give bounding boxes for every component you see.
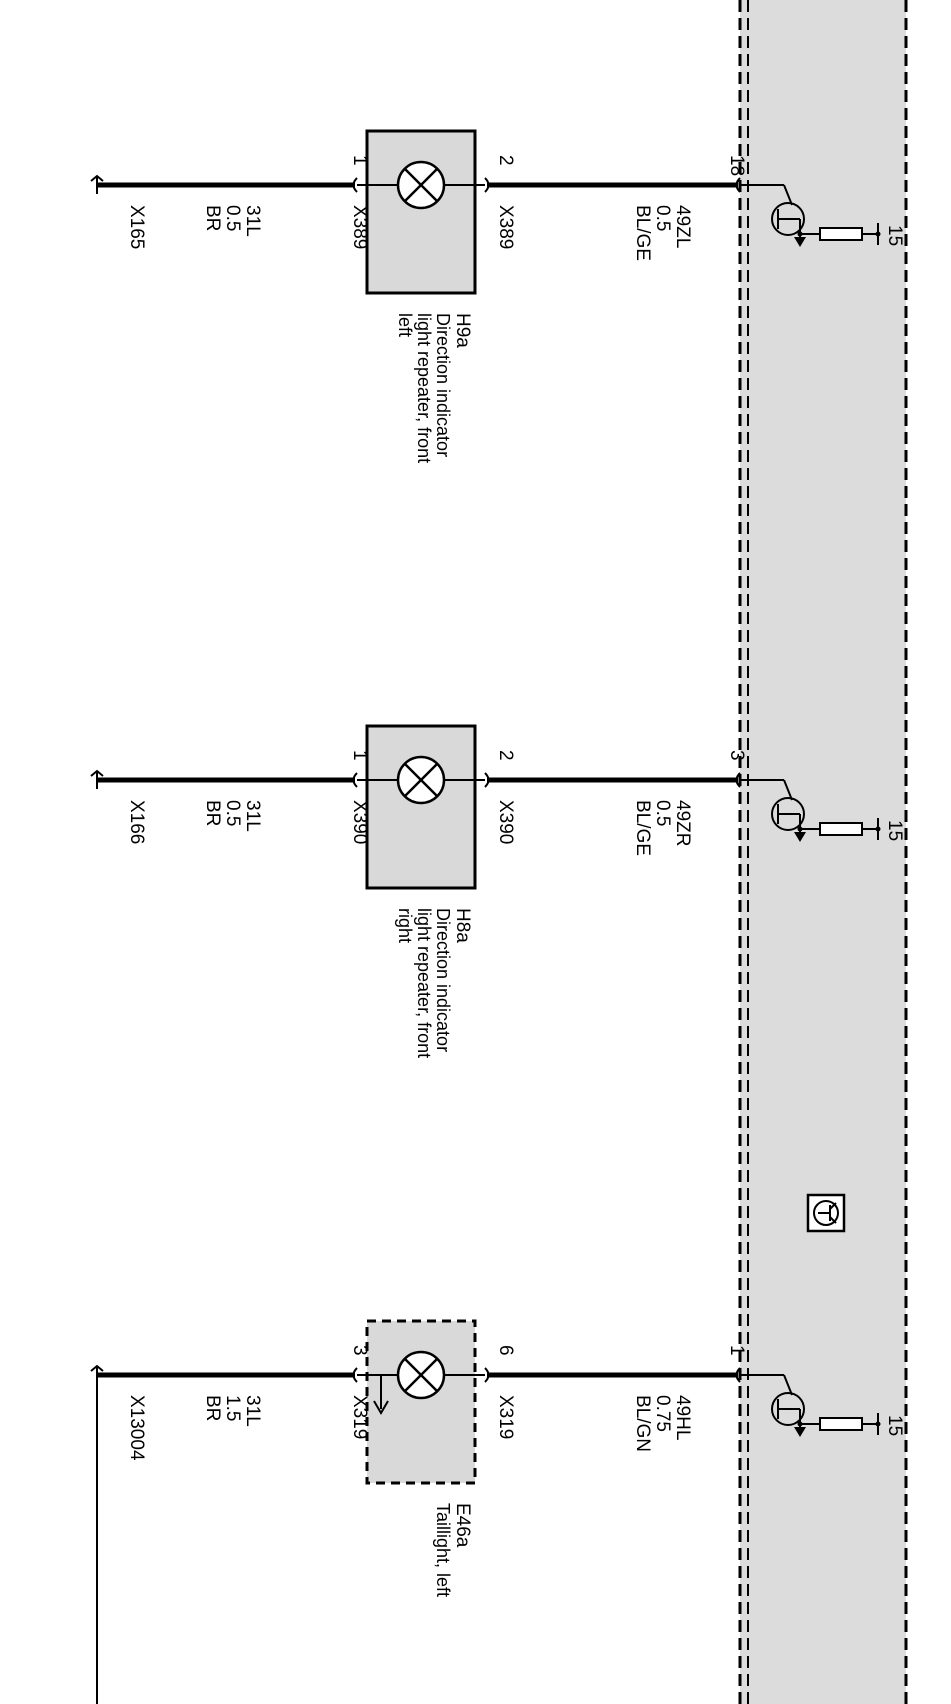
ground-wire-color: BR — [202, 800, 223, 826]
control-unit-panel — [738, 0, 908, 1704]
control-unit-pin-label: 3 — [726, 750, 747, 761]
ground-wire-size: 1.5 — [222, 1395, 243, 1421]
ground-connector-name: X165 — [126, 205, 147, 249]
control-unit-connector-icon — [735, 772, 741, 788]
component-id: E46a — [452, 1503, 473, 1548]
component-description-line: Direction indicator — [433, 313, 453, 457]
component-box — [365, 129, 477, 295]
component-description-line: left — [395, 313, 415, 337]
connector-left-icon — [352, 1367, 358, 1383]
pin-right-label: 6 — [495, 1345, 516, 1356]
component-description-line: light repeater, front — [414, 908, 434, 1058]
signal-wire-code: 49ZR — [672, 800, 693, 846]
circuit-h8a: 1532149ZR0.5BL/GEX390X39031L0.5BRX166H8a… — [90, 724, 905, 1058]
pin-left-label: 1 — [349, 155, 370, 166]
supply-terminal-label: 15 — [884, 820, 905, 841]
control-unit-connector-icon — [735, 1367, 741, 1383]
component-id: H8a — [452, 908, 473, 943]
signal-wire-code: 49ZL — [672, 205, 693, 248]
connector-right-name: X319 — [495, 1395, 516, 1439]
signal-wire-size: 0.5 — [652, 800, 673, 826]
signal-wire-code: 49HL — [672, 1395, 693, 1440]
circuit-h9a: 15182149ZL0.5BL/GEX389X38931L0.5BRX165H9… — [90, 129, 905, 463]
connector-left-name: X390 — [349, 800, 370, 844]
ground-wire-code: 31L — [242, 205, 263, 237]
signal-wire-color: BL/GE — [632, 800, 653, 856]
lamp-icon — [396, 160, 446, 210]
pin-left-label: 1 — [349, 750, 370, 761]
signal-wire-size: 0.5 — [652, 205, 673, 231]
transistor-driver-icon — [741, 779, 881, 842]
connector-right-name: X390 — [495, 800, 516, 844]
ground-wire-size: 0.5 — [222, 205, 243, 231]
connector-left-name: X389 — [349, 205, 370, 249]
ground-wire-code: 31L — [242, 800, 263, 832]
pin-left-label: 3 — [349, 1345, 370, 1356]
transistor-driver-icon — [741, 1374, 881, 1437]
connector-right-name: X389 — [495, 205, 516, 249]
supply-terminal-label: 15 — [884, 1415, 905, 1436]
connector-left-icon — [352, 177, 358, 193]
component-id: H9a — [452, 313, 473, 348]
internal-ground-icon — [373, 1375, 389, 1415]
control-unit-symbol-icon — [806, 1193, 846, 1233]
transistor-driver-icon — [741, 184, 881, 247]
pin-right-label: 2 — [495, 750, 516, 761]
signal-wire-color: BL/GN — [632, 1395, 653, 1452]
signal-wire-color: BL/GE — [632, 205, 653, 261]
component-description-line: right — [395, 908, 415, 943]
component-box — [365, 724, 477, 890]
control-unit-connector-icon — [735, 177, 741, 193]
connector-left-icon — [352, 772, 358, 788]
control-unit-pin-label: 1 — [726, 1345, 747, 1356]
ground-wire-code: 31L — [242, 1395, 263, 1427]
lamp-icon — [396, 1350, 446, 1400]
ground-wire-color: BR — [202, 1395, 223, 1421]
component-description-line: Direction indicator — [433, 908, 453, 1052]
supply-terminal-label: 15 — [884, 225, 905, 246]
ground-wire-color: BR — [202, 205, 223, 231]
component-box — [365, 1319, 477, 1485]
signal-wire-size: 0.75 — [652, 1395, 673, 1432]
ground-connector-name: X166 — [126, 800, 147, 844]
component-description-line: light repeater, front — [414, 313, 434, 463]
connector-left-name: X319 — [349, 1395, 370, 1439]
ground-connector-name: X13004 — [126, 1395, 147, 1461]
lamp-icon — [396, 755, 446, 805]
control-unit-pin-label: 18 — [726, 155, 747, 176]
pin-right-label: 2 — [495, 155, 516, 166]
ground-wire-size: 0.5 — [222, 800, 243, 826]
component-description-line: Taillight, left — [433, 1503, 453, 1597]
